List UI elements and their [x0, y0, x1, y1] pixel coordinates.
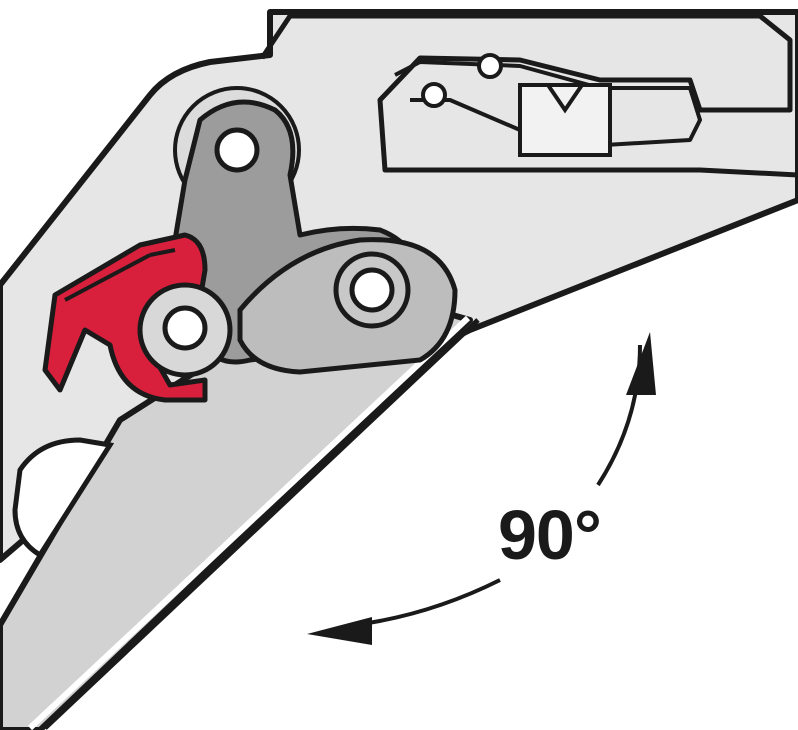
angle-arrowhead-left [307, 617, 372, 645]
arm-edge-highlight [27, 315, 471, 730]
red-latch-ridge [64, 248, 176, 302]
mounting-plate [259, 13, 798, 178]
pivot-hole-top [214, 127, 260, 173]
angle-arc-lower [354, 578, 501, 627]
pivot-hole-right-inner [349, 267, 395, 313]
angle-arrowhead-top [626, 332, 656, 395]
pivot-hole-center [162, 305, 208, 351]
mounting-clip [518, 83, 612, 157]
angle-arc-upper [596, 344, 642, 487]
small-pivot-top-right [477, 53, 503, 79]
angle-label: 90° [498, 496, 602, 574]
arm-edge-line [43, 318, 480, 730]
mounting-clip-notch [546, 83, 584, 114]
small-pivot-top-left [421, 82, 447, 108]
housing-cutout [12, 437, 115, 559]
